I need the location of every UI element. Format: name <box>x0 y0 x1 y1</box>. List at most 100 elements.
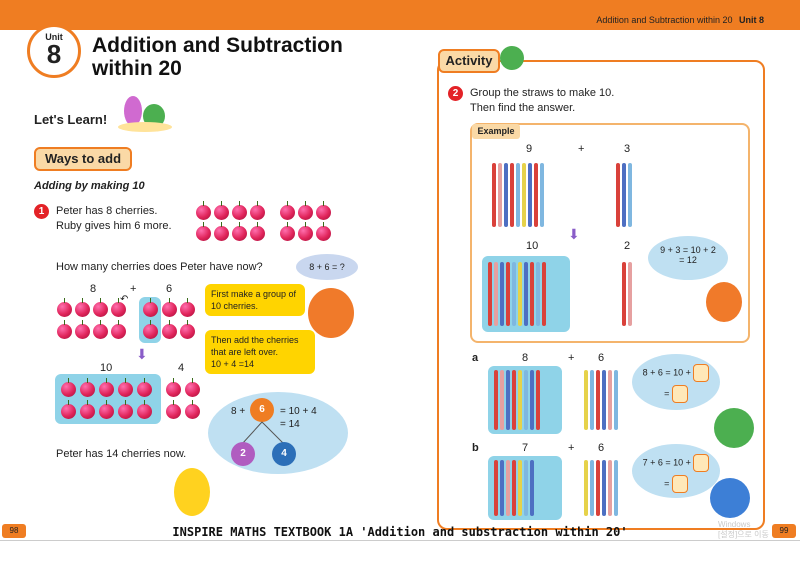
cherry <box>232 222 247 241</box>
watermark-line1: Windows <box>718 520 751 529</box>
straw <box>518 370 522 430</box>
row-bottom-left-number: 10 <box>100 362 113 374</box>
problem-1-line2: Ruby gives him 6 more. <box>56 220 172 232</box>
cherry <box>99 378 114 397</box>
part-a-answer-slot-1[interactable] <box>693 364 710 382</box>
bottom-divider <box>0 540 800 541</box>
straw <box>584 370 588 430</box>
example-answer-bubble: 9 + 3 = 10 + 2 = 12 <box>648 236 728 280</box>
activity-tab: Activity <box>438 49 500 73</box>
part-b-answer-slot-1[interactable] <box>693 454 710 472</box>
example-straws-3 <box>616 163 632 227</box>
part-b-eq2: = <box>632 475 720 493</box>
green-monster-icon <box>714 408 754 448</box>
straw <box>622 262 626 326</box>
part-b-plus: + <box>568 442 575 454</box>
part-b-eq: 7 + 6 = 10 + <box>632 454 720 472</box>
header-text: Addition and Subtraction within 20 Unit … <box>596 15 764 25</box>
cherry <box>185 400 200 419</box>
cherry <box>75 320 90 339</box>
problem-1-line1: Peter has 8 cherries. <box>56 205 158 217</box>
part-b-label: b <box>472 442 479 454</box>
cherry <box>196 201 211 220</box>
yellow-monster-icon <box>174 468 210 516</box>
straw <box>524 460 528 516</box>
windows-watermark: Windows [설정]으로 이동 <box>718 520 769 540</box>
bond-whole-circle: 6 <box>250 398 274 422</box>
straw <box>536 262 540 326</box>
cherry <box>180 298 195 317</box>
straw <box>540 163 544 227</box>
ground-ellipse <box>118 122 172 132</box>
hint-bubble-2: Then add the cherries that are left over… <box>205 330 315 374</box>
cherry <box>280 222 295 241</box>
straw <box>518 262 522 326</box>
problem-1-conclusion: Peter has 14 cherries now. <box>56 448 187 460</box>
cherry <box>196 222 211 241</box>
caption: INSPIRE MATHS TEXTBOOK 1A 'Addition and … <box>172 525 628 539</box>
straw <box>596 370 600 430</box>
straw <box>536 370 540 430</box>
bond-lines <box>241 421 285 445</box>
part-a-answer-bubble: 8 + 6 = 10 + = <box>632 354 720 410</box>
header-chapter: Addition and Subtraction within 20 <box>596 15 733 25</box>
straw <box>528 163 532 227</box>
example-a: 9 <box>526 143 533 155</box>
straw <box>628 163 632 227</box>
part-a-answer-slot-2[interactable] <box>671 385 688 403</box>
straw <box>616 163 620 227</box>
cherry <box>166 378 181 397</box>
example-label: Example <box>472 124 520 139</box>
subheading: Adding by making 10 <box>34 180 145 192</box>
part-a-straws-6 <box>584 370 618 430</box>
straw <box>494 460 498 516</box>
example-straws-9 <box>492 163 544 227</box>
example-d: 2 <box>624 240 631 252</box>
cherry <box>111 298 126 317</box>
straw <box>530 370 534 430</box>
activity-line2: Then find the answer. <box>470 102 576 114</box>
part-a-eq: 8 + 6 = 10 + <box>632 364 720 382</box>
straw <box>512 460 516 516</box>
cherry <box>99 400 114 419</box>
header-bar: Addition and Subtraction within 20 Unit … <box>0 0 800 30</box>
cherry <box>118 378 133 397</box>
cherry <box>280 201 295 220</box>
straw <box>542 262 546 326</box>
part-a-x: 8 <box>522 352 529 364</box>
straw <box>608 370 612 430</box>
example-c: 10 <box>526 240 539 252</box>
activity-line1: Group the straws to make 10. <box>470 87 615 99</box>
unit-label: Unit <box>45 32 63 42</box>
row-bottom-right-number: 4 <box>178 362 185 374</box>
straw <box>522 163 526 227</box>
cherry <box>143 320 158 339</box>
straw <box>596 460 600 516</box>
unit-badge: Unit 8 <box>27 24 81 78</box>
watermark-line2: [설정]으로 이동 <box>718 530 769 539</box>
cherry <box>118 400 133 419</box>
bond-eq-left: 8 + <box>231 406 246 417</box>
straw <box>602 370 606 430</box>
activity-panel <box>437 60 765 530</box>
part-a-eq-text: 8 + 6 = 10 + <box>642 367 691 378</box>
cherry <box>61 378 76 397</box>
straw <box>614 460 618 516</box>
straw <box>530 262 534 326</box>
straw <box>506 370 510 430</box>
example-box <box>470 123 750 343</box>
bond-part-b-circle: 4 <box>272 442 296 466</box>
part-b-straws-6 <box>584 460 618 516</box>
cherry <box>143 298 158 317</box>
ways-to-add-label: Ways to add <box>34 147 132 171</box>
cherry <box>232 201 247 220</box>
cherry <box>80 378 95 397</box>
part-b-answer-slot-2[interactable] <box>671 475 688 493</box>
example-eq2: = 12 <box>679 255 697 265</box>
straw <box>534 163 538 227</box>
cherry <box>250 201 265 220</box>
straw <box>512 370 516 430</box>
cherry <box>316 222 331 241</box>
part-a-label: a <box>472 352 479 364</box>
cherry <box>75 298 90 317</box>
